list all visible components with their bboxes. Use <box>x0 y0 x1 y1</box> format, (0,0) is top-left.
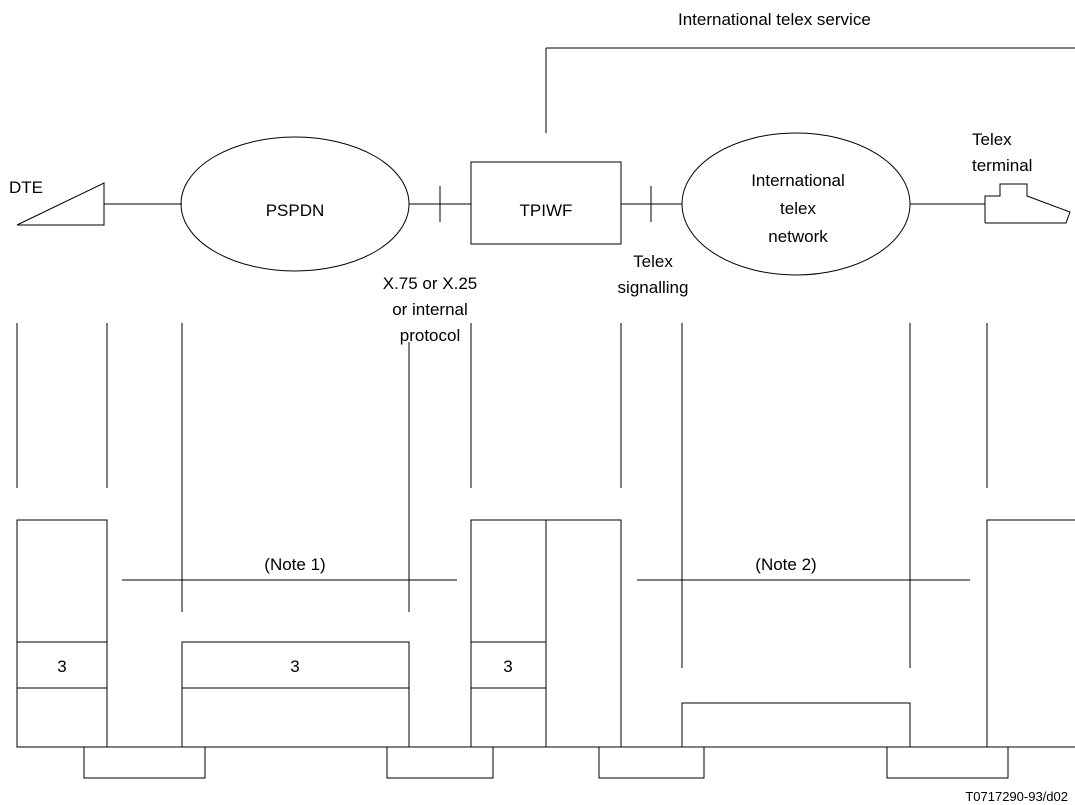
figure-code: T0717290-93/d02 <box>965 789 1068 804</box>
pspdn-layer-3-label: 3 <box>290 657 299 676</box>
interface-protocol-line2: or internal <box>392 300 468 319</box>
telex-signalling-line2: signalling <box>618 278 689 297</box>
note2-label: (Note 2) <box>755 555 816 574</box>
tpiwf-box <box>470 161 622 245</box>
dte-label: DTE <box>9 178 43 197</box>
pspdn-protocol-stack <box>181 641 410 747</box>
telex-terminal-line1: Telex <box>972 130 1012 149</box>
tpiwf-label: TPIWF <box>520 201 573 220</box>
pspdn-label: PSPDN <box>266 201 325 220</box>
tpiwf-layer-3-label: 3 <box>503 657 512 676</box>
transmission-boxes <box>83 747 1009 779</box>
interface-protocol-line1: X.75 or X.25 <box>383 274 478 293</box>
vertical-divider-lines <box>16 323 988 668</box>
intl-telex-network-line2: telex <box>780 199 816 218</box>
telex-signalling-line1: Telex <box>633 252 673 271</box>
service-label: International telex service <box>678 10 871 29</box>
telex-terminal-protocol-stack <box>986 519 1075 747</box>
note1-label: (Note 1) <box>264 555 325 574</box>
dte-protocol-stack <box>16 519 108 748</box>
telex-terminal-line2: terminal <box>972 156 1032 175</box>
tpiwf-protocol-stack <box>470 519 622 748</box>
dte-layer-3-label: 3 <box>57 657 66 676</box>
intl-telex-network-line1: International <box>751 171 845 190</box>
intl-telex-network-line3: network <box>768 227 828 246</box>
telex-terminal-icon <box>984 183 1071 224</box>
telex-network-protocol-stack <box>681 702 911 748</box>
interface-protocol-line3: protocol <box>400 326 460 345</box>
service-scope-bracket <box>545 47 1075 133</box>
